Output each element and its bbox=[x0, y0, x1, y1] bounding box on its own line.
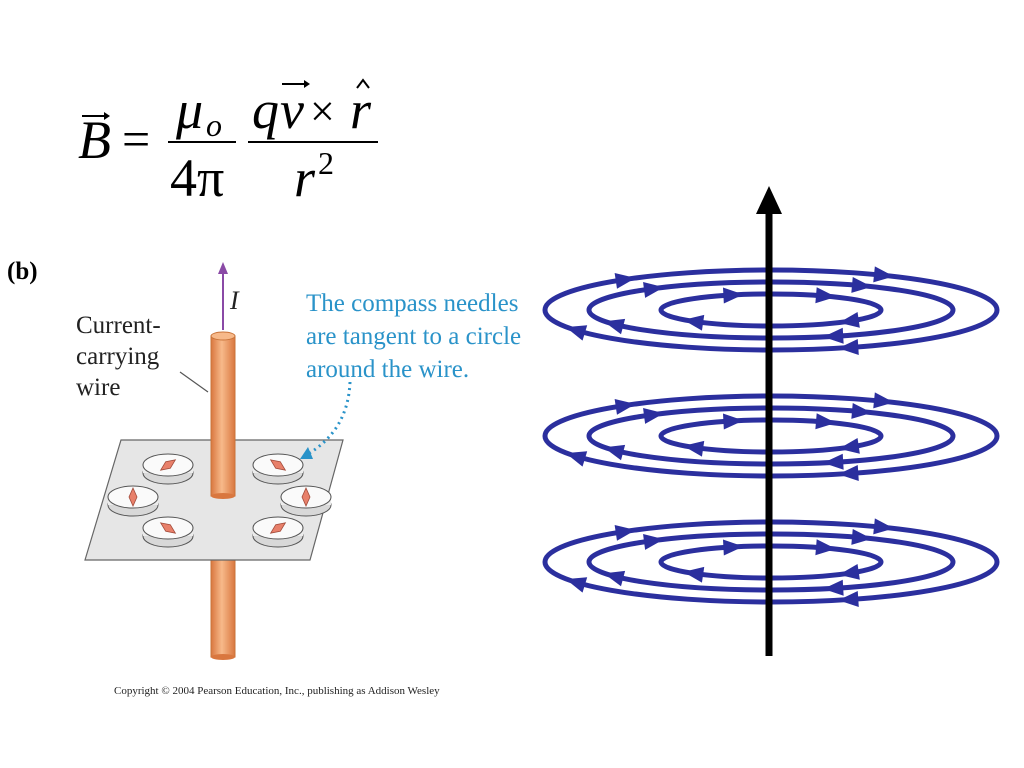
arrowhead-icon bbox=[643, 533, 664, 550]
arrowhead-icon bbox=[838, 563, 860, 580]
wire-label-line: Current- bbox=[76, 312, 161, 339]
distance-symbol: r bbox=[294, 148, 316, 208]
unit-r-symbol: r bbox=[350, 80, 372, 140]
compass-icon bbox=[252, 453, 304, 485]
current-arrow bbox=[218, 262, 228, 330]
arrowhead-icon bbox=[851, 402, 872, 419]
cross-sign: × bbox=[310, 87, 335, 136]
biot-savart-formula: B = μ o 4π q v × r r 2 bbox=[78, 78, 378, 208]
arrowhead-icon bbox=[565, 451, 588, 467]
arrowhead-icon bbox=[643, 281, 664, 298]
arrowhead-icon bbox=[823, 453, 844, 470]
arrowhead-icon bbox=[614, 272, 636, 289]
arrowhead-icon bbox=[603, 444, 626, 461]
arrowhead-icon bbox=[722, 287, 744, 304]
callout-arrow bbox=[300, 381, 352, 459]
charge-symbol: q bbox=[252, 80, 279, 140]
wire-lower bbox=[210, 554, 236, 658]
arrowhead-icon bbox=[873, 266, 894, 283]
panel-label: (b) bbox=[7, 258, 38, 285]
compass-icon bbox=[142, 453, 194, 485]
equals-sign: = bbox=[122, 111, 150, 167]
arrowhead-icon bbox=[603, 570, 626, 587]
arrowhead-icon bbox=[722, 413, 744, 430]
arrow-up-icon bbox=[756, 186, 782, 214]
arrowhead-icon bbox=[851, 528, 872, 545]
arrowhead-icon bbox=[603, 318, 626, 335]
arrowhead-icon bbox=[823, 579, 844, 596]
copyright-note: Copyright © 2004 Pearson Education, Inc.… bbox=[114, 685, 440, 697]
arrowhead-icon bbox=[565, 325, 588, 341]
velocity-symbol: v bbox=[280, 80, 304, 140]
wire-label-line: carrying bbox=[76, 343, 160, 370]
wire-label-line: wire bbox=[76, 374, 121, 401]
vector-arrow-icon bbox=[282, 80, 310, 88]
arrowhead-icon bbox=[823, 327, 844, 344]
wire-label: Current- carrying wire bbox=[76, 310, 161, 403]
vector-arrow-icon bbox=[82, 112, 110, 120]
arrowhead-icon bbox=[614, 398, 636, 415]
mu-subscript: o bbox=[206, 107, 222, 143]
arrowhead-icon bbox=[300, 447, 313, 459]
current-label: I bbox=[230, 286, 239, 315]
arrowhead-icon bbox=[643, 407, 664, 424]
callout-line: around the wire. bbox=[306, 356, 470, 383]
arrowhead-icon bbox=[838, 464, 859, 481]
compass-icon bbox=[142, 516, 194, 548]
compass-icon bbox=[280, 485, 332, 517]
arrowhead-icon bbox=[838, 590, 859, 607]
arrowhead-icon bbox=[614, 524, 636, 541]
compass-icon bbox=[252, 516, 304, 548]
field-symbol: B bbox=[78, 110, 111, 170]
arrowhead-icon bbox=[873, 518, 894, 535]
arrowhead-icon bbox=[218, 262, 228, 274]
exponent-two: 2 bbox=[318, 145, 334, 181]
wire-upper bbox=[210, 335, 236, 497]
arrowhead-icon bbox=[683, 440, 705, 457]
arrowhead-icon bbox=[683, 566, 705, 583]
arrowhead-icon bbox=[722, 539, 744, 556]
arrowhead-icon bbox=[815, 287, 836, 304]
arrowhead-icon bbox=[683, 314, 705, 331]
four-pi: 4π bbox=[170, 148, 224, 208]
wire-leader-line bbox=[179, 371, 209, 393]
compass-group bbox=[107, 453, 332, 548]
arrowhead-icon bbox=[815, 413, 836, 430]
arrowhead-icon bbox=[838, 437, 860, 454]
mu-symbol: μ bbox=[175, 80, 203, 140]
compass-callout: The compass needles are tangent to a cir… bbox=[306, 287, 521, 386]
callout-line: are tangent to a circle bbox=[306, 323, 522, 350]
arrowhead-icon bbox=[838, 338, 859, 355]
callout-line: The compass needles bbox=[306, 290, 519, 317]
hat-icon bbox=[356, 78, 370, 89]
arrowhead-icon bbox=[873, 392, 894, 409]
axis-arrow bbox=[756, 186, 782, 656]
arrowhead-icon bbox=[565, 577, 588, 593]
arrowhead-icon bbox=[815, 539, 836, 556]
arrowhead-icon bbox=[838, 311, 860, 328]
compass-icon bbox=[107, 485, 159, 517]
arrowhead-icon bbox=[851, 276, 872, 293]
